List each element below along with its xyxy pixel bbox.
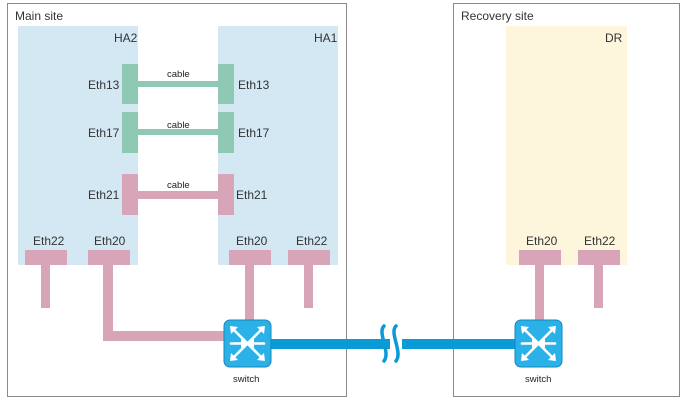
ha1-eth13-port — [218, 64, 234, 104]
ha2-eth21-label: Eth21 — [88, 188, 120, 202]
ha2-eth22-port — [25, 250, 67, 308]
recovery-site-label: Recovery site — [461, 9, 534, 23]
ha1-eth17-label: Eth17 — [238, 126, 270, 140]
ha1-node — [218, 26, 338, 265]
ha2-eth20-label: Eth20 — [94, 234, 126, 248]
ha1-label: HA1 — [314, 31, 338, 45]
ha2-switch-cable — [103, 331, 227, 341]
ha2-node — [18, 26, 138, 265]
ha1-eth22-label: Eth22 — [296, 234, 328, 248]
cable-eth17-label: cable — [167, 120, 190, 131]
ha2-eth17-port — [122, 112, 138, 153]
cable-eth13 — [122, 64, 234, 104]
cable-eth21-line — [138, 191, 218, 199]
ha2-eth20-port — [88, 250, 227, 341]
ha2-label: HA2 — [114, 31, 138, 45]
ha2-eth13-label: Eth13 — [88, 78, 120, 92]
ha1-eth17-port — [218, 112, 234, 153]
ha1-eth22-port — [288, 250, 330, 308]
ha2-eth17-label: Eth17 — [88, 126, 120, 140]
main-switch-label: switch — [233, 374, 259, 385]
dr-node — [506, 26, 627, 265]
wan-break-icon — [380, 324, 400, 363]
dr-eth20-label: Eth20 — [526, 234, 558, 248]
ha2-eth22-label: Eth22 — [33, 234, 65, 248]
dr-label: DR — [605, 31, 623, 45]
cable-eth21-label: cable — [167, 180, 190, 191]
main-site-label: Main site — [15, 9, 63, 23]
ha1-eth20-label: Eth20 — [236, 234, 268, 248]
dr-switch-icon — [514, 319, 563, 368]
ha1-eth20-port — [229, 250, 271, 320]
main-switch-icon — [223, 319, 272, 368]
dr-eth22-label: Eth22 — [584, 234, 616, 248]
cable-eth17-line — [138, 129, 218, 135]
ha1-eth13-label: Eth13 — [238, 78, 270, 92]
dr-switch-label: switch — [525, 374, 551, 385]
ha2-eth21-port — [122, 174, 138, 215]
cable-eth17 — [122, 112, 234, 153]
recovery-site-frame — [453, 3, 680, 397]
ha2-eth13-port — [122, 64, 138, 104]
cable-eth13-line — [138, 81, 218, 87]
cable-eth13-label: cable — [167, 69, 190, 80]
main-site-frame — [7, 3, 347, 397]
dr-eth22-port — [578, 250, 620, 308]
dr-eth20-port — [519, 250, 561, 320]
ha1-eth21-label: Eth21 — [236, 188, 268, 202]
cable-eth21 — [122, 174, 234, 215]
ha1-eth21-port — [218, 174, 234, 215]
wan-trunk — [268, 339, 516, 349]
